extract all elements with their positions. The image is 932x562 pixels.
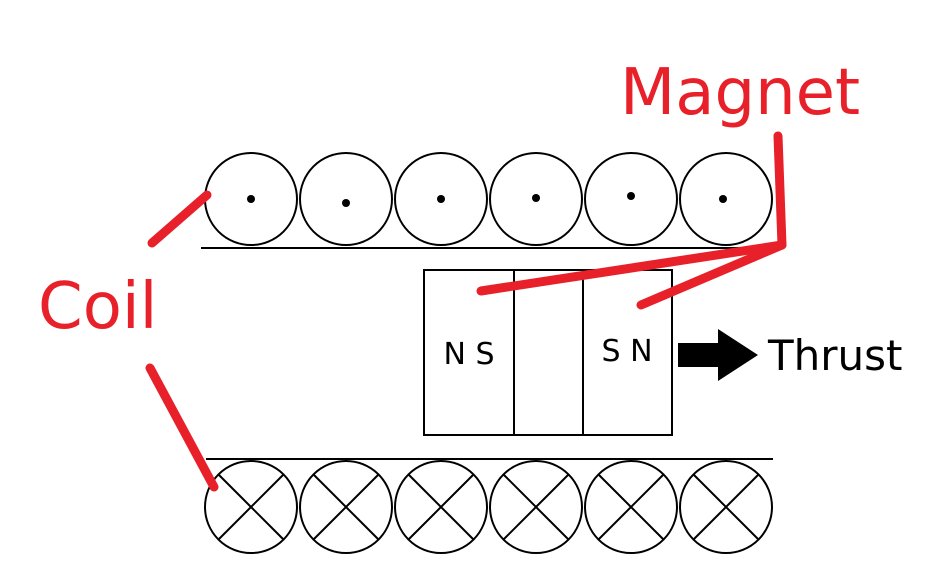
dot-icon xyxy=(437,195,445,203)
coil-label: Coil xyxy=(38,270,157,344)
magnet-assembly: N S S N xyxy=(423,269,673,436)
coil-turn-bottom-4 xyxy=(489,460,583,554)
coil-turn-top-4 xyxy=(489,152,583,246)
dot-icon xyxy=(627,192,635,200)
magnet-label: Magnet xyxy=(620,56,860,130)
cross-icon xyxy=(693,474,759,540)
pole-label-right: S N xyxy=(601,334,652,369)
coil-turn-bottom-1 xyxy=(204,460,298,554)
coil-bottom-row xyxy=(204,460,773,554)
coil-turn-bottom-5 xyxy=(584,460,678,554)
coil-leader-line-top xyxy=(147,190,212,248)
coil-callout: Coil xyxy=(38,190,219,492)
coil-turn-bottom-6 xyxy=(679,460,773,554)
dot-icon xyxy=(247,195,255,203)
cross-icon xyxy=(598,474,664,540)
dot-icon xyxy=(342,199,350,207)
cross-icon xyxy=(503,474,569,540)
magnet-callout: Magnet xyxy=(476,56,860,310)
magnet-spacer xyxy=(513,269,584,436)
dot-icon xyxy=(532,194,540,202)
cross-icon xyxy=(313,474,379,540)
cross-icon xyxy=(408,474,474,540)
coil-leader-line-bottom xyxy=(145,363,219,492)
pole-label-left: N S xyxy=(443,337,494,372)
coil-turn-bottom-2 xyxy=(299,460,393,554)
cross-icon xyxy=(218,474,284,540)
coil-turn-top-2 xyxy=(299,152,393,246)
coil-turn-top-6 xyxy=(679,152,773,246)
magnet-leader-line-2 xyxy=(636,240,787,310)
coil-top-row xyxy=(204,152,773,246)
coil-turn-top-3 xyxy=(394,152,488,246)
coil-turn-bottom-3 xyxy=(394,460,488,554)
thrust-arrow-icon xyxy=(678,329,758,381)
dot-icon xyxy=(719,195,727,203)
thrust-label: Thrust xyxy=(767,331,903,380)
thrust-indicator: Thrust xyxy=(678,329,903,381)
coil-turn-top-5 xyxy=(584,152,678,246)
